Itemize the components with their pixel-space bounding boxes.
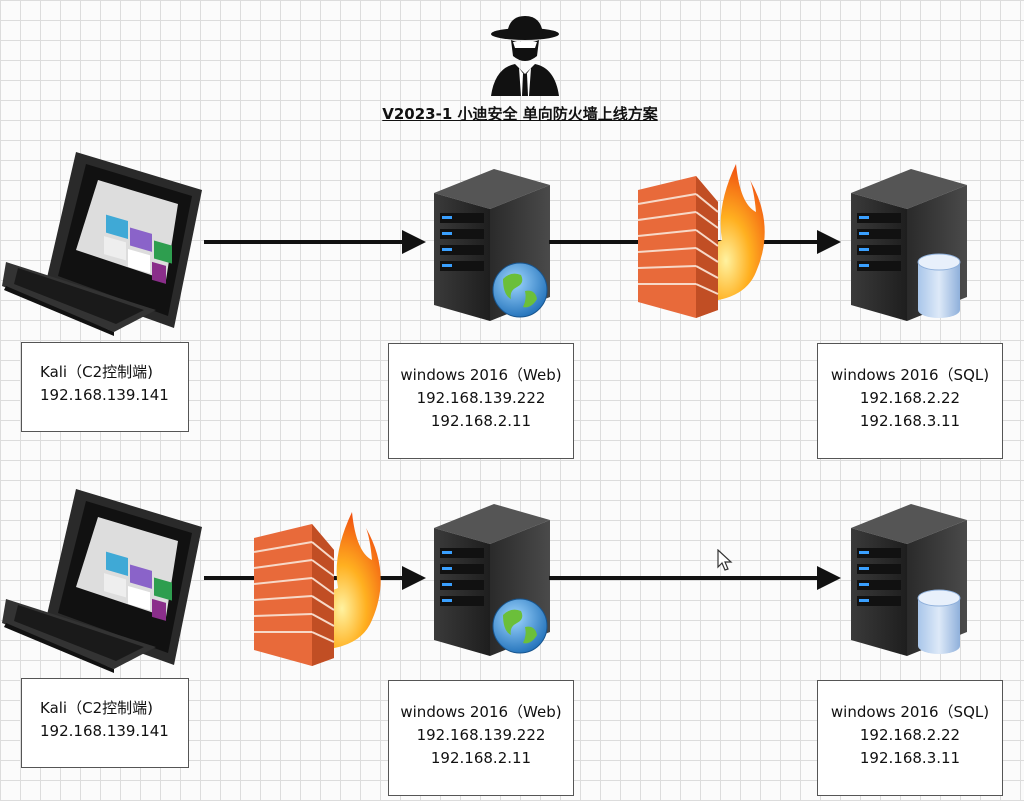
sql-ip-1: 192.168.2.22 [859, 726, 961, 744]
web-name: windows 2016（Web) [400, 366, 562, 384]
web-label-box: windows 2016（Web) 192.168.139.222 192.16… [388, 680, 574, 796]
web-ip-2: 192.168.2.11 [430, 749, 532, 767]
kali-name: Kali（C2控制端) [40, 363, 153, 381]
sql-name: windows 2016（SQL) [830, 366, 990, 384]
sql-ip-2: 192.168.3.11 [859, 412, 961, 430]
kali-name: Kali（C2控制端) [40, 699, 153, 717]
sql-label-box: windows 2016（SQL) 192.168.2.22 192.168.3… [817, 343, 1003, 459]
sql-ip-2: 192.168.3.11 [859, 749, 961, 767]
firewall-icon [253, 512, 381, 666]
kali-label-box: Kali（C2控制端) 192.168.139.141 [21, 678, 189, 768]
kali-label-box: Kali（C2控制端) 192.168.139.141 [21, 342, 189, 432]
web-ip-2: 192.168.2.11 [430, 412, 532, 430]
laptop-icon [2, 152, 202, 336]
mouse-cursor-icon [717, 549, 733, 571]
sql-name: windows 2016（SQL) [830, 703, 990, 721]
arrow-kali-to-web [204, 230, 426, 254]
diagram-title: V2023-1 小迪安全 单向防火墙上线方案 [382, 105, 658, 123]
laptop-icon [2, 489, 202, 673]
globe-icon [492, 598, 548, 654]
hacker-icon [491, 16, 559, 96]
web-name: windows 2016（Web) [400, 703, 562, 721]
kali-ip: 192.168.139.141 [40, 386, 169, 404]
firewall-icon [637, 164, 765, 318]
sql-ip-1: 192.168.2.22 [859, 389, 961, 407]
globe-icon [492, 262, 548, 318]
database-icon [917, 589, 961, 654]
web-label-box: windows 2016（Web) 192.168.139.222 192.16… [388, 343, 574, 459]
database-icon [917, 253, 961, 318]
web-ip-1: 192.168.139.222 [416, 726, 546, 744]
arrow-web-to-sql [549, 566, 841, 590]
kali-ip: 192.168.139.141 [40, 722, 169, 740]
sql-label-box: windows 2016（SQL) 192.168.2.22 192.168.3… [817, 680, 1003, 796]
web-ip-1: 192.168.139.222 [416, 389, 546, 407]
